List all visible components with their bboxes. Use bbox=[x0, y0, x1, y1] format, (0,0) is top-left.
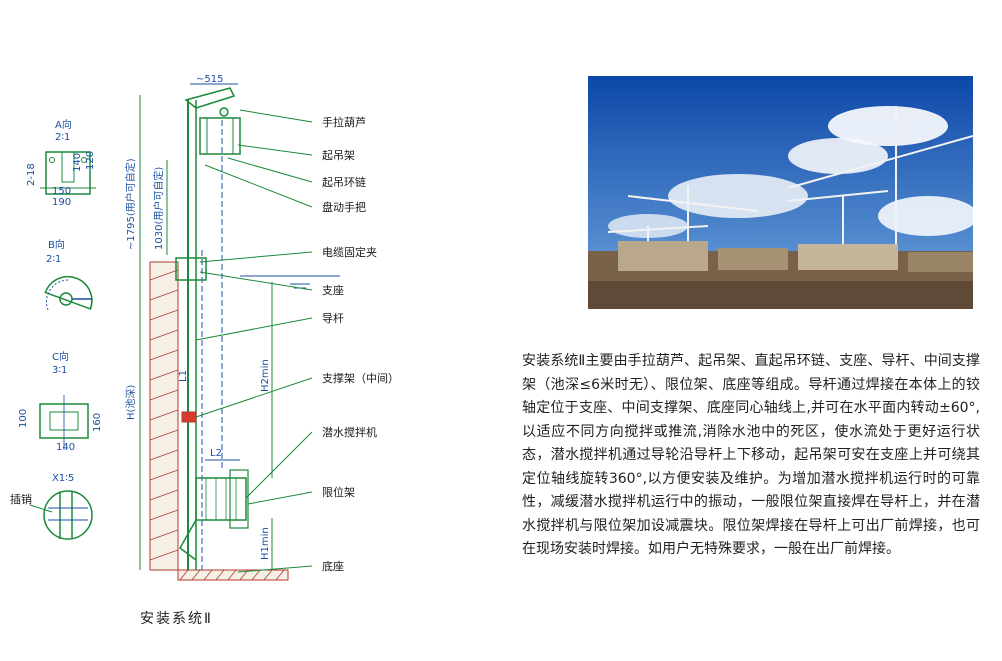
detail-a-d3: 120 bbox=[85, 151, 96, 170]
dim-h2: H2min bbox=[260, 359, 271, 392]
detail-a-scale: 2∶1 bbox=[55, 132, 70, 143]
detail-x-pin-label: 插销 bbox=[10, 492, 32, 506]
label-support: 支座 bbox=[322, 283, 344, 297]
detail-a-d5: 190 bbox=[52, 197, 71, 208]
label-lifting-chain: 起吊环链 bbox=[322, 175, 366, 189]
label-hand-crank: 盘动手把 bbox=[322, 200, 366, 214]
detail-x: X1∶5 插销 bbox=[10, 473, 93, 540]
part-labels: 手拉葫芦 起吊架 起吊环链 盘动手把 电缆固定夹 支座 导杆 支撑架（中间） 潜… bbox=[322, 115, 399, 573]
detail-a-d2: 140 bbox=[72, 153, 83, 172]
detail-c: C向 3∶1 100 160 140 bbox=[18, 350, 103, 453]
detail-b: B向 2∶1 bbox=[44, 238, 93, 311]
detail-c-d3: 140 bbox=[56, 442, 75, 453]
label-guide-rod: 导杆 bbox=[322, 311, 344, 325]
detail-a-d4: 150 bbox=[52, 186, 71, 197]
label-cable-clamp: 电缆固定夹 bbox=[322, 245, 377, 259]
dim-top-width: ~515 bbox=[196, 74, 223, 85]
label-mixer: 潜水搅拌机 bbox=[322, 425, 377, 439]
dim-l1: L1 bbox=[178, 370, 189, 382]
dim-h1: H1min bbox=[260, 527, 271, 560]
detail-b-title: B向 bbox=[48, 238, 65, 251]
construction-photo bbox=[588, 76, 973, 309]
label-hoist: 手拉葫芦 bbox=[322, 115, 366, 129]
detail-c-d1: 100 bbox=[18, 409, 29, 428]
label-lifting-frame: 起吊架 bbox=[322, 149, 355, 162]
detail-c-d2: 160 bbox=[92, 413, 103, 432]
description-text: 安装系统Ⅱ主要由手拉葫芦、起吊架、直起吊环链、支座、导杆、中间支撑架（池深≤6米… bbox=[522, 353, 980, 557]
label-base: 底座 bbox=[322, 559, 344, 573]
dim-total-height: ~1795(用户可自定) bbox=[124, 158, 137, 250]
dim-l2: L2 bbox=[210, 448, 222, 459]
detail-x-title: X1∶5 bbox=[52, 473, 74, 484]
construction-photo-image bbox=[588, 76, 973, 309]
main-elevation: ~515 ~1795(用户可自定) 1030(用户可自定) H(池深) bbox=[124, 74, 340, 581]
label-middle-bracket: 支撑架（中间） bbox=[322, 371, 399, 385]
dim-guide-height: 1030(用户可自定) bbox=[152, 167, 165, 250]
detail-a: A向 2∶1 2-18 140 120 150 190 bbox=[26, 118, 96, 208]
detail-b-scale: 2∶1 bbox=[46, 254, 61, 265]
detail-c-title: C向 bbox=[52, 350, 69, 363]
leaders bbox=[195, 109, 313, 573]
detail-c-scale: 3∶1 bbox=[52, 365, 67, 376]
dim-pool-depth: H(池深) bbox=[124, 385, 137, 420]
detail-a-title: A向 bbox=[55, 118, 72, 131]
label-limit-frame: 限位架 bbox=[322, 485, 355, 499]
detail-a-d1: 2-18 bbox=[26, 163, 37, 186]
drawing-caption: 安装系统Ⅱ bbox=[140, 611, 213, 627]
